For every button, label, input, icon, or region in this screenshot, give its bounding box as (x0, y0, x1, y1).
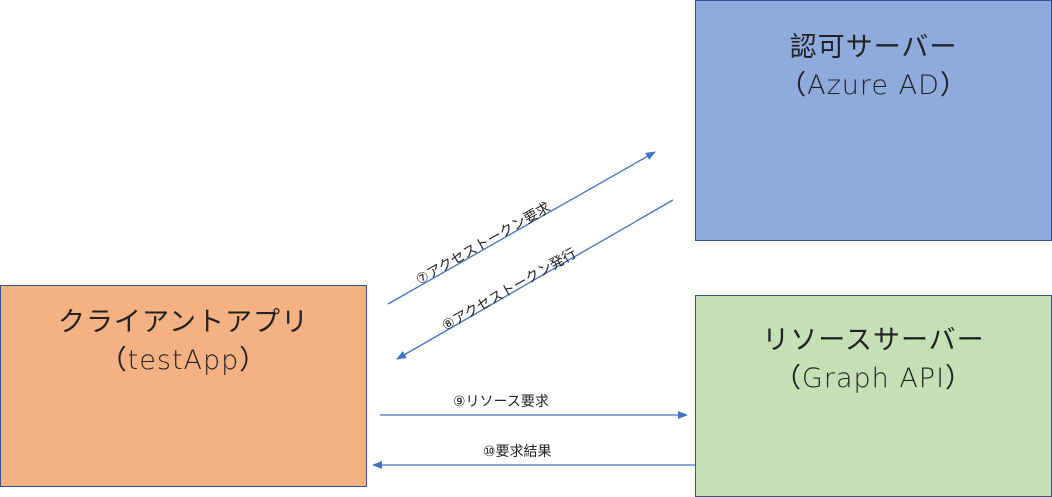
arrow-step7 (387, 151, 656, 305)
edge-label-step9: ⑨リソース要求 (453, 394, 549, 410)
client-app-title: クライアントアプリ (58, 307, 309, 338)
resource-server-title: リソースサーバー (762, 325, 985, 356)
client-app-subtitle: （testApp） (99, 345, 268, 376)
client-app-node: クライアントアプリ （testApp） (0, 285, 367, 487)
authorization-server-title: 認可サーバー (789, 32, 958, 63)
authorization-server-subtitle: （Azure AD） (779, 70, 968, 101)
resource-server-subtitle: （Graph API） (773, 363, 974, 394)
arrow-step8 (396, 199, 674, 360)
edge-label-step10: ⑩要求結果 (483, 444, 552, 460)
